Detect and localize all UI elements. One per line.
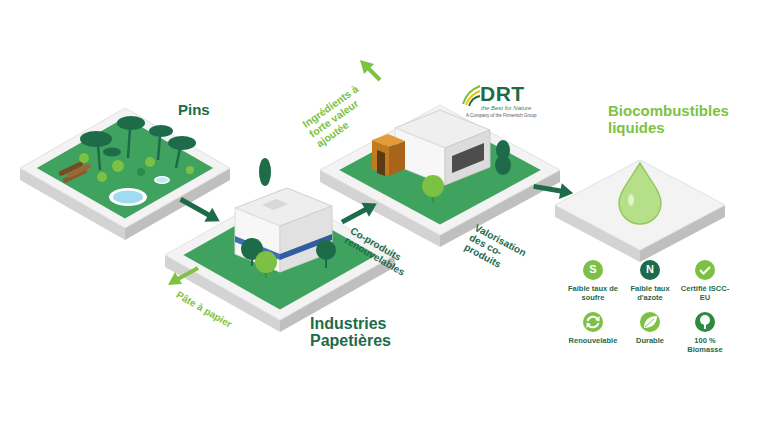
tile-lawn xyxy=(339,115,541,224)
arrow-head xyxy=(360,60,374,74)
connector-line xyxy=(342,208,368,222)
leaf-icon xyxy=(644,316,657,328)
tile-top xyxy=(555,160,725,250)
tile-shape xyxy=(555,160,725,264)
logo-swoosh xyxy=(466,91,480,105)
badge-circle xyxy=(695,260,715,280)
platform-tile: Pins xyxy=(20,108,230,228)
feature-badge: Certifié ISCC-EU xyxy=(675,259,735,281)
badge-letter: N xyxy=(620,263,680,276)
recycle-icon xyxy=(595,316,600,322)
tile-label: A Company of the Firmenich Group xyxy=(466,113,537,118)
flow-note: Ingrédients à forte valeur ajoutée xyxy=(300,79,380,150)
feature-badge: SFaible taux de soufre xyxy=(563,259,623,281)
tree-icon xyxy=(700,315,710,325)
tree-icon xyxy=(704,324,706,329)
feature-badge: 100 % Biomasse xyxy=(675,311,735,333)
feature-badge: NFaible taux d'azote xyxy=(620,259,680,281)
feature-badge: Renouvelable xyxy=(563,311,623,333)
cypress-tree xyxy=(259,158,271,186)
badge-caption: Certifié ISCC-EU xyxy=(680,284,730,302)
badge-caption: Durable xyxy=(625,336,675,345)
leaf-vein xyxy=(645,319,654,327)
tile-label: the Best for Nature xyxy=(481,105,531,112)
platform-tile: Biocombustibles liquides xyxy=(555,160,725,250)
tile-label: Biocombustibles liquides xyxy=(608,102,738,136)
badge-letter: S xyxy=(563,263,623,276)
tile-top xyxy=(20,108,230,228)
edge-label: Valorisation des co-produits xyxy=(463,222,540,284)
check-icon xyxy=(700,267,710,274)
drt-logo-mark xyxy=(463,86,480,106)
badge-circle xyxy=(640,312,660,332)
tile-lawn xyxy=(37,118,213,219)
tile-label: DRT xyxy=(480,83,525,104)
tile-lawn xyxy=(183,200,376,309)
recycle-icon xyxy=(587,323,592,329)
outflow-arrow xyxy=(360,60,380,80)
arrow-shaft xyxy=(368,68,380,80)
badge-circle xyxy=(695,312,715,332)
tile-label: Industries Papetières xyxy=(310,315,420,349)
badge-caption: 100 % Biomasse xyxy=(680,336,730,354)
badge-caption: Renouvelable xyxy=(568,336,618,345)
badge-caption: Faible taux de soufre xyxy=(568,284,618,302)
arrow-head xyxy=(204,208,219,222)
logo-swoosh xyxy=(463,86,480,104)
badge-caption: Faible taux d'azote xyxy=(625,284,675,302)
feature-badge: Durable xyxy=(620,311,680,333)
tile-label: Pins xyxy=(178,102,210,119)
logo-swoosh xyxy=(469,96,480,106)
tile-shape xyxy=(20,108,230,242)
badge-circle xyxy=(583,312,603,332)
